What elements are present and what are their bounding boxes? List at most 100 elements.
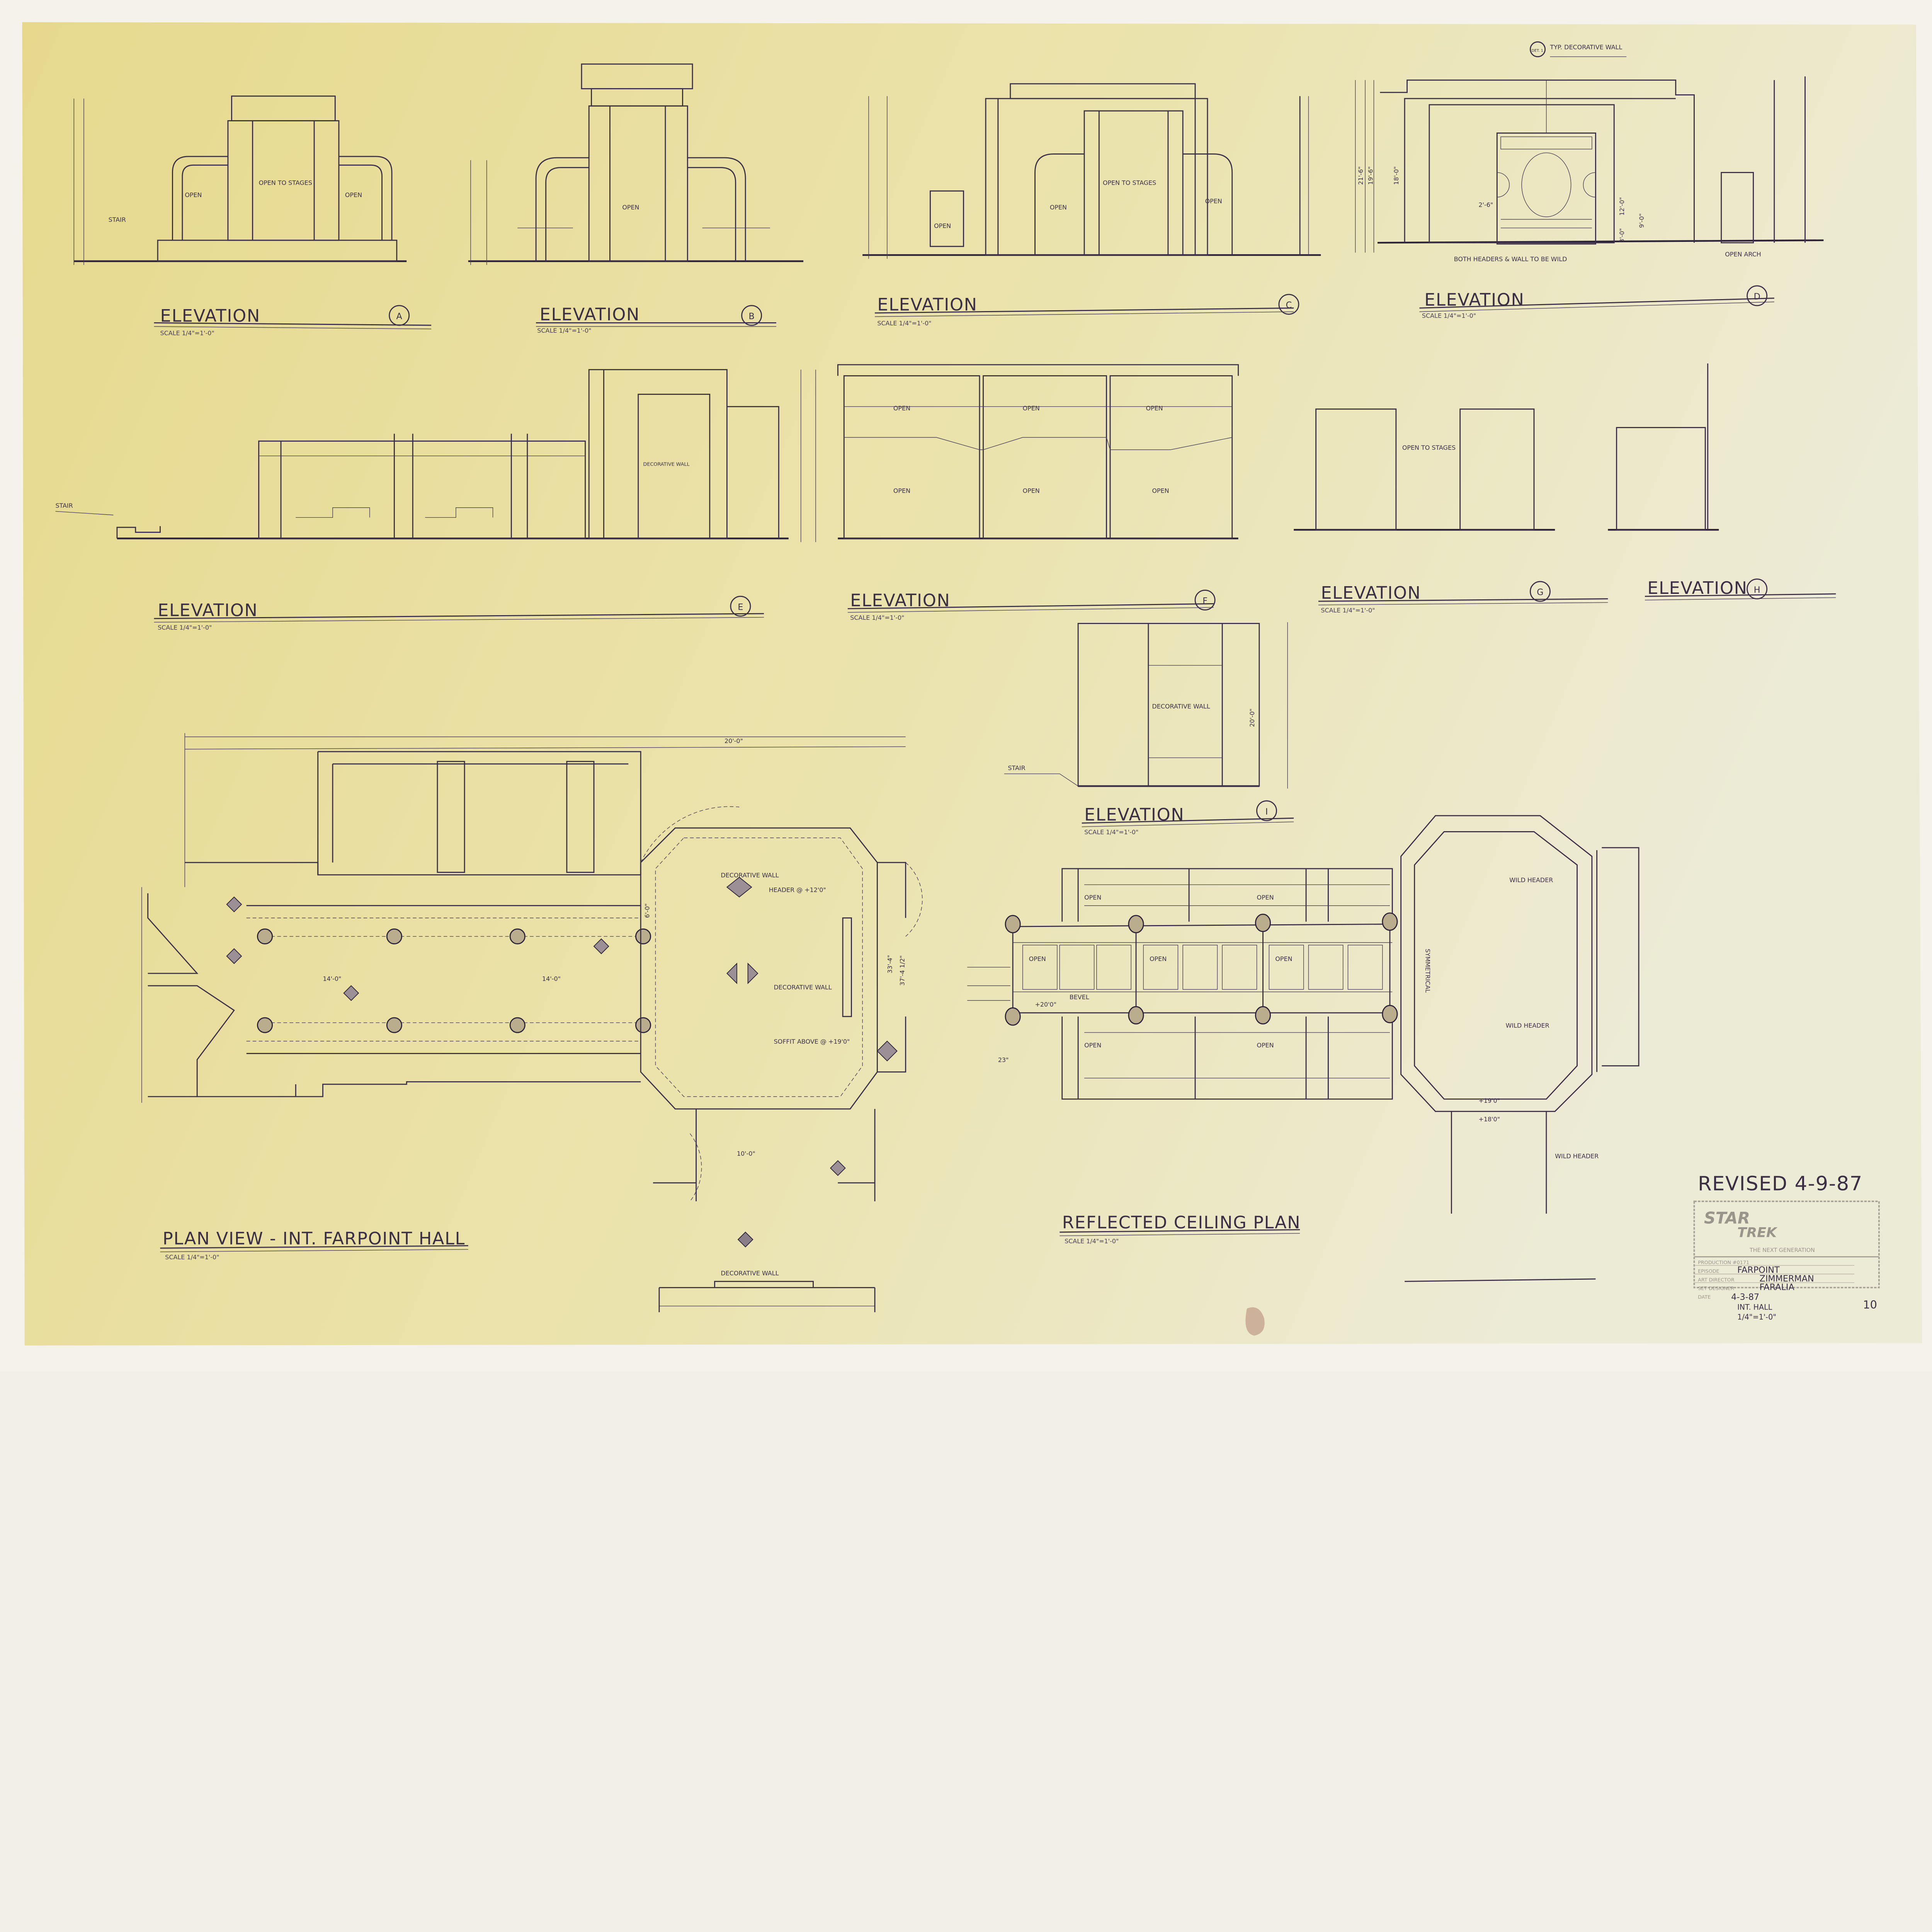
field-label: SET DESIGNER — [1698, 1286, 1734, 1292]
detail-tag: DET. 1 — [1532, 49, 1543, 53]
open-label: OPEN — [893, 405, 910, 412]
section-marker-icon — [737, 1231, 753, 1248]
ceiling-plan-title: REFLECTED CEILING PLAN — [1062, 1213, 1301, 1233]
plan-scale: SCALE 1/4"=1'-0" — [165, 1253, 219, 1261]
elevation-tag: A — [396, 311, 403, 321]
elevation-h: ELEVATION H — [1608, 363, 1836, 600]
plan-title: PLAN VIEW - INT. FARPOINT HALL — [163, 1229, 465, 1249]
bevel-label: BEVEL — [1070, 993, 1089, 1001]
logo-trek: TREK — [1737, 1225, 1778, 1241]
header-note: HEADER @ +12'0" — [769, 886, 826, 894]
open-label: OPEN — [1205, 197, 1222, 205]
dimension-label: 3'-0" — [1618, 228, 1626, 243]
reflected-ceiling-plan: OPEN OPEN OPEN BEVEL OPEN OPEN OPEN OPEN… — [967, 815, 1639, 1245]
elevation-tag: F — [1202, 596, 1208, 606]
dimension-label: 21'-6" — [1357, 166, 1364, 185]
elevation-scale: SCALE 1/4"=1'-0" — [537, 327, 591, 334]
field-label: EPISODE — [1698, 1269, 1719, 1274]
open-label: OPEN — [1152, 487, 1169, 495]
open-label: OPEN — [345, 191, 362, 199]
dimension-label: 14'-0" — [323, 975, 341, 982]
set-value: INT. HALL — [1737, 1303, 1772, 1312]
art-director-value: ZIMMERMAN — [1760, 1274, 1814, 1284]
elevation-height-label: +19'0" — [1479, 1097, 1500, 1104]
elevation-title: ELEVATION — [1321, 583, 1421, 603]
elevation-scale: SCALE 1/4"=1'-0" — [1321, 607, 1375, 614]
dimension-label: 10'-0" — [737, 1150, 755, 1157]
elevation-tag: D — [1754, 292, 1760, 302]
dimension-label: 2'-6" — [1479, 201, 1493, 209]
open-label: OPEN TO STAGES — [1402, 444, 1456, 451]
elevation-i: STAIR DECORATIVE WALL 20'-0" ELEVATION S… — [1004, 622, 1294, 836]
open-label: OPEN — [1023, 405, 1040, 412]
symmetrical-label: SYMMETRICAL — [1424, 949, 1431, 993]
date-value: 4-3-87 — [1731, 1292, 1759, 1302]
elevation-tag: I — [1265, 807, 1268, 817]
ceiling-plan-scale: SCALE 1/4"=1'-0" — [1065, 1237, 1119, 1245]
sheet-number: 10 — [1863, 1298, 1877, 1311]
elevation-title: ELEVATION — [540, 304, 640, 325]
soffit-note: SOFFIT ABOVE @ +19'0" — [774, 1038, 850, 1045]
wild-header-note: WILD HEADER — [1509, 876, 1553, 884]
dimension-label: 33'-4" — [886, 955, 894, 973]
elevation-scale: SCALE 1/4"=1'-0" — [1422, 312, 1476, 320]
open-label: OPEN TO STAGES — [259, 179, 312, 186]
logo-subtitle: THE NEXT GENERATION — [1749, 1247, 1815, 1253]
dimension-label: 12'-0" — [1618, 197, 1626, 216]
elevation-e: STAIR DECORATIVE WALL ELEVATION SCALE 1/… — [55, 369, 789, 631]
open-label: OPEN — [1275, 955, 1292, 963]
open-label: OPEN — [1023, 487, 1040, 495]
stair-label: STAIR — [55, 502, 73, 509]
dimension-label: 9'-0" — [1638, 213, 1645, 228]
stair-label: STAIR — [109, 216, 126, 223]
decorative-wall-label: DECORATIVE WALL — [1152, 703, 1210, 710]
paper-sheet — [22, 22, 1922, 1346]
elevation-title: ELEVATION — [850, 590, 950, 611]
revised-date: REVISED 4-9-87 — [1698, 1172, 1863, 1195]
elevation-title: ELEVATION — [158, 600, 258, 620]
elevation-title: ELEVATION — [877, 295, 977, 315]
elevation-c: OPEN OPEN OPEN TO STAGES OPEN ELEVATION … — [862, 83, 1321, 327]
elevation-tag: G — [1537, 587, 1543, 597]
open-label: OPEN — [1084, 894, 1101, 901]
elevation-tag: E — [738, 602, 743, 612]
decorative-wall-label: DECORATIVE WALL — [721, 1269, 779, 1277]
elevation-height-label: +18'0" — [1479, 1116, 1500, 1123]
logo-star: STAR — [1704, 1209, 1750, 1227]
wild-header-note: WILD HEADER — [1506, 1022, 1549, 1029]
elevation-marker-icon — [226, 877, 898, 1176]
elevation-title: ELEVATION — [1084, 805, 1184, 825]
stair-label: STAIR — [1008, 764, 1025, 772]
elevation-scale: SCALE 1/4"=1'-0" — [158, 624, 212, 631]
elevation-scale: SCALE 1/4"=1'-0" — [1084, 828, 1138, 836]
open-label: OPEN — [934, 222, 951, 230]
elevation-tag: H — [1754, 585, 1760, 595]
dimension-label: 18'-0" — [1393, 166, 1400, 185]
typ-wall-note: TYP. DECORATIVE WALL — [1549, 44, 1622, 51]
ceiling-columns — [1005, 912, 1398, 1026]
elevation-height-label: +20'0" — [1035, 1001, 1057, 1008]
open-arch-note: OPEN ARCH — [1725, 250, 1761, 258]
open-label: OPEN — [185, 191, 202, 199]
plan-view: DECORATIVE WALL DECORATIVE WALL HEADER @… — [141, 733, 923, 1313]
dimension-label: 37'-4 1/2" — [899, 955, 906, 986]
elevation-f: OPEN OPEN OPEN OPEN OPEN OPEN ELEVATION … — [800, 364, 1239, 621]
set-designer-value: FARALIA — [1760, 1282, 1795, 1293]
decorative-wall-label: DECORATIVE WALL — [643, 461, 690, 467]
open-label: OPEN — [1150, 955, 1167, 963]
open-label: OPEN — [1257, 1041, 1274, 1049]
headers-wild-note: BOTH HEADERS & WALL TO BE WILD — [1454, 255, 1567, 263]
wild-header-note: WILD HEADER — [1555, 1152, 1599, 1160]
field-label: ART DIRECTOR — [1698, 1277, 1735, 1283]
elevation-scale: SCALE 1/4"=1'-0" — [877, 320, 931, 327]
paper-stain — [1245, 1307, 1265, 1336]
elevation-title: ELEVATION — [160, 306, 260, 326]
episode-value: FARPOINT — [1737, 1265, 1780, 1275]
dimension-label: 19'-6" — [1367, 166, 1374, 185]
decorative-wall-label: DECORATIVE WALL — [721, 871, 779, 879]
elevation-g: OPEN TO STAGES ELEVATION SCALE 1/4"=1'-0… — [1294, 408, 1608, 614]
decorative-wall-label: DECORATIVE WALL — [774, 984, 832, 991]
open-label: OPEN — [1146, 405, 1163, 412]
elevation-d: DET. 1 TYP. DECORATIVE WALL BOTH HEADERS… — [1355, 41, 1824, 320]
open-label: OPEN — [893, 487, 910, 495]
